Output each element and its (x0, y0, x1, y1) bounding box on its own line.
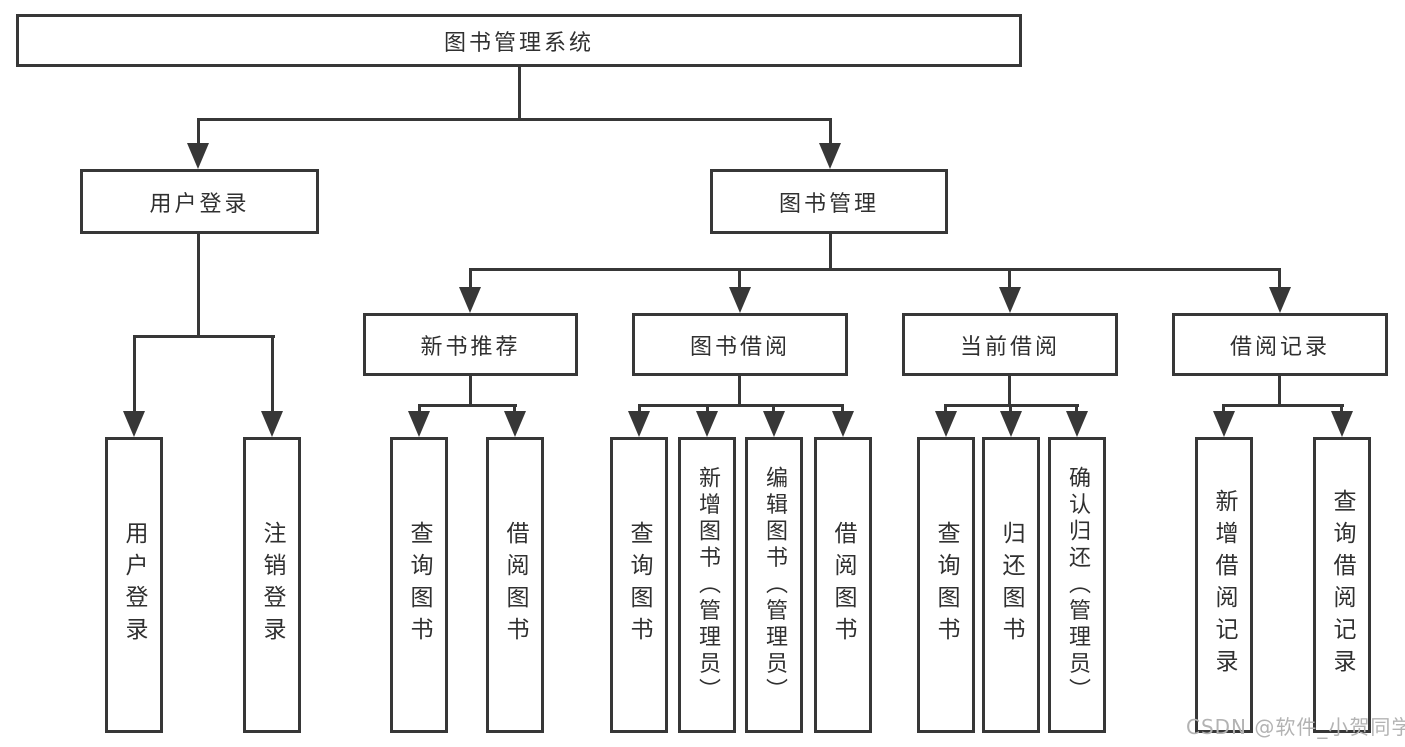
leaf-borrowing-borrow-books: 借阅图书 (814, 437, 872, 733)
arrow-down-icon (408, 411, 430, 437)
arrow-down-icon (261, 411, 283, 437)
node-library-management-system: 图书管理系统 (16, 14, 1022, 67)
leaf-user-login: 用户登录 (105, 437, 163, 733)
connector-stem (1278, 376, 1281, 405)
connector-user-login-stem (197, 234, 200, 338)
arrow-down-icon (1331, 411, 1353, 437)
node-book-borrowing: 图书借阅 (632, 313, 848, 376)
arrow-down-icon (1000, 411, 1022, 437)
connector-drop-leaf (271, 335, 274, 412)
connector-stem (1008, 376, 1011, 405)
arrow-down-icon (1213, 411, 1235, 437)
arrow-down-icon (832, 411, 854, 437)
arrow-down-icon (696, 411, 718, 437)
arrow-down-icon (123, 411, 145, 437)
connector-rail (1222, 404, 1344, 407)
connector-drop-leaf (133, 335, 136, 412)
leaf-recommend-query-books: 查询图书 (390, 437, 448, 733)
connector-stem (469, 376, 472, 405)
connector-drop-leaf (706, 404, 709, 413)
connector-root-stem (518, 67, 521, 121)
leaf-confirm-return-admin: 确认归还（管理员） (1048, 437, 1106, 733)
node-current-borrowing: 当前借阅 (902, 313, 1118, 376)
arrow-down-icon (504, 411, 526, 437)
connector-stem (738, 376, 741, 405)
leaf-add-borrow-record: 新增借阅记录 (1195, 437, 1253, 733)
leaf-borrowing-query-books: 查询图书 (610, 437, 668, 733)
arrow-down-icon (1066, 411, 1088, 437)
arrow-down-icon (729, 287, 751, 313)
leaf-return-books: 归还图书 (982, 437, 1040, 733)
connector-drop-leaf (944, 404, 947, 413)
connector-drop-leaf (638, 404, 641, 413)
connector-drop-node (469, 268, 472, 289)
leaf-query-borrow-record: 查询借阅记录 (1313, 437, 1371, 733)
connector-drop-leaf (1075, 404, 1078, 413)
arrow-down-icon (628, 411, 650, 437)
leaf-add-books-admin: 新增图书（管理员） (678, 437, 736, 733)
node-user-login: 用户登录 (80, 169, 319, 234)
connector-book-mgmt-stem (829, 234, 832, 270)
arrow-down-icon (187, 143, 209, 169)
node-new-book-recommendation: 新书推荐 (363, 313, 578, 376)
arrow-down-icon (935, 411, 957, 437)
leaf-logout: 注销登录 (243, 437, 301, 733)
arrow-down-icon (999, 287, 1021, 313)
leaf-recommend-borrow-books: 借阅图书 (486, 437, 544, 733)
arrow-down-icon (459, 287, 481, 313)
connector-drop-leaf (772, 404, 775, 413)
connector-drop-user-login (197, 118, 200, 145)
connector-drop-leaf (1340, 404, 1343, 413)
leaf-edit-books-admin: 编辑图书（管理员） (745, 437, 803, 733)
connector-drop-book-management (829, 118, 832, 145)
connector-drop-leaf (1222, 404, 1225, 413)
connector-book-mgmt-rail (469, 268, 1281, 271)
connector-drop-leaf (1009, 404, 1012, 413)
connector-drop-node (1278, 268, 1281, 289)
connector-user-login-rail (133, 335, 275, 338)
connector-rail (418, 404, 517, 407)
connector-drop-node (1008, 268, 1011, 289)
arrow-down-icon (819, 143, 841, 169)
node-borrowing-records: 借阅记录 (1172, 313, 1388, 376)
arrow-down-icon (763, 411, 785, 437)
connector-drop-leaf (513, 404, 516, 413)
connector-drop-node (738, 268, 741, 289)
node-book-management: 图书管理 (710, 169, 948, 234)
connector-drop-leaf (841, 404, 844, 413)
connector-rail (638, 404, 844, 407)
connector-drop-leaf (418, 404, 421, 413)
watermark: CSDN @软件_小贺同学 (1186, 715, 1405, 739)
leaf-current-query-books: 查询图书 (917, 437, 975, 733)
connector-root-rail (197, 118, 832, 121)
arrow-down-icon (1269, 287, 1291, 313)
